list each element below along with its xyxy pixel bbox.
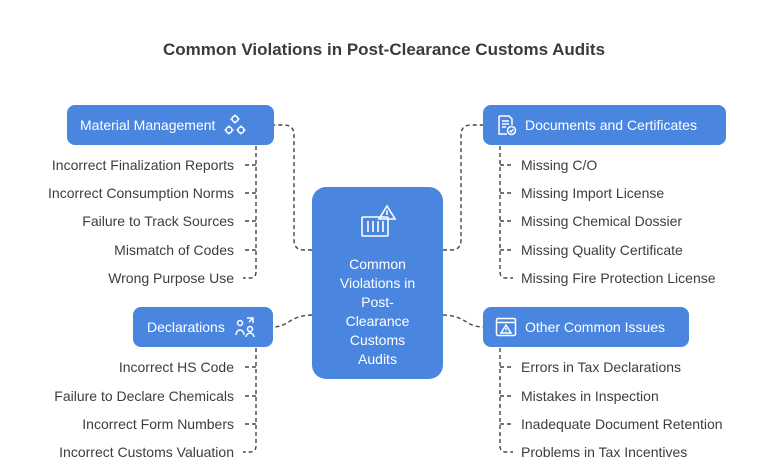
documents-certificates-node: Documents and Certificates: [483, 105, 726, 145]
list-item: Errors in Tax Declarations: [521, 359, 682, 375]
warehouse-warning-icon: [358, 204, 398, 243]
list-item: Missing Fire Protection License: [521, 270, 716, 286]
connector-material: [274, 124, 312, 251]
other-issues-node: Other Common Issues: [483, 307, 689, 347]
people-exchange-icon: [233, 315, 257, 339]
gears-icon: [223, 113, 247, 137]
central-node: Common Violations in Post- Clearance Cus…: [312, 187, 443, 379]
list-item: Incorrect Form Numbers: [82, 416, 234, 432]
list-item: Failure to Track Sources: [82, 213, 234, 229]
connector-other: [442, 314, 484, 328]
connector-documents: [443, 124, 483, 251]
list-item: Incorrect Finalization Reports: [51, 157, 234, 173]
connector-declarations: [272, 314, 313, 328]
list-item: Wrong Purpose Use: [108, 270, 234, 286]
bracket-documents: [499, 146, 513, 279]
bracket-other: [499, 348, 513, 453]
list-item: Inadequate Document Retention: [521, 416, 723, 432]
browser-warning-icon: [494, 315, 518, 339]
list-item: Incorrect HS Code: [118, 359, 234, 375]
material-management-node: Material Management: [67, 105, 274, 145]
list-item: Missing Quality Certificate: [521, 242, 683, 258]
list-item: Missing Import License: [521, 185, 665, 201]
list-item: Incorrect Customs Valuation: [59, 444, 234, 460]
central-node-label: Common Violations in Post- Clearance Cus…: [339, 256, 416, 367]
list-item: Incorrect Consumption Norms: [48, 185, 234, 201]
diagram-title: Common Violations in Post-Clearance Cust…: [162, 40, 606, 59]
list-item: Missing C/O: [521, 157, 598, 173]
bracket-material: [243, 146, 257, 279]
list-item: Missing Chemical Dossier: [521, 213, 683, 229]
list-item: Mistakes in Inspection: [521, 388, 659, 404]
declarations-node: Declarations: [133, 307, 273, 347]
declarations-label: Declarations: [147, 319, 225, 335]
material-management-label: Material Management: [80, 117, 216, 133]
other-issues-label: Other Common Issues: [525, 319, 666, 335]
documents-certificates-label: Documents and Certificates: [525, 117, 697, 133]
list-item: Mismatch of Codes: [114, 242, 234, 258]
list-item: Problems in Tax Incentives: [521, 444, 688, 460]
document-check-icon: [494, 113, 518, 137]
bracket-declarations: [243, 348, 257, 453]
list-item: Failure to Declare Chemicals: [54, 388, 234, 404]
